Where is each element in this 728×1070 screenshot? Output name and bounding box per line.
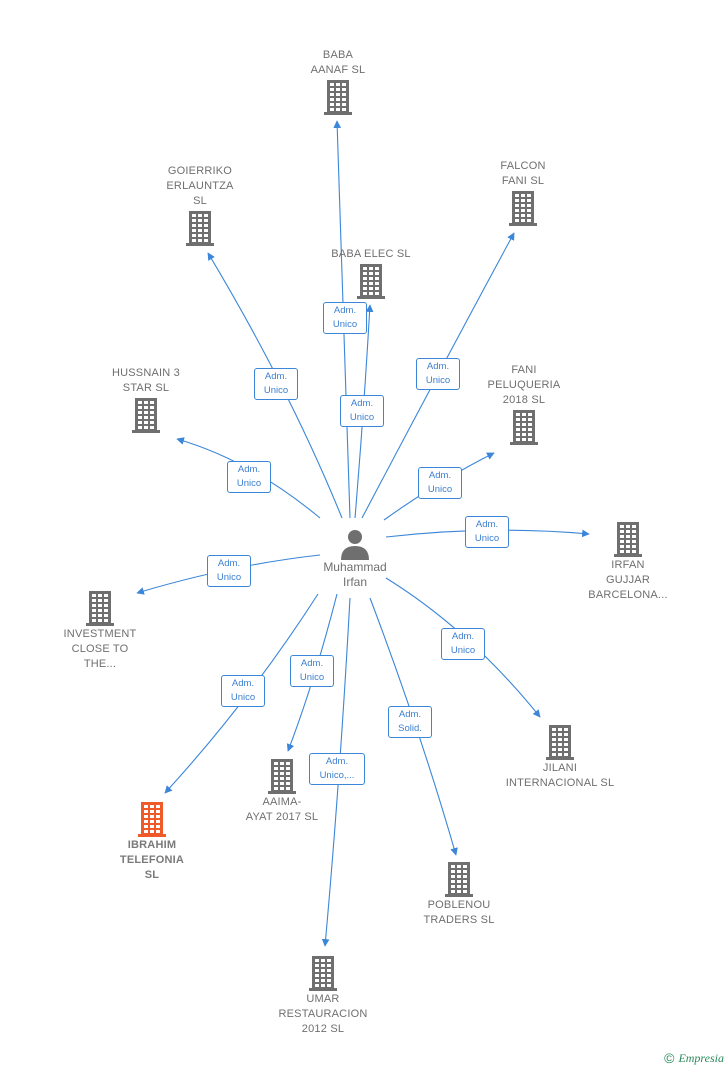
node-label: FANI PELUQUERIA 2018 SL: [487, 364, 561, 406]
center-person-label: Muhammad Irfan: [323, 560, 387, 589]
building-icon: [546, 725, 574, 760]
building-icon: [614, 522, 642, 557]
role-tag-falcon[interactable]: Adm. Unico: [416, 358, 460, 390]
node-aaima[interactable]: AAIMA- AYAT 2017 SL: [217, 757, 347, 825]
node-poblenou[interactable]: POBLENOU TRADERS SL: [394, 860, 524, 928]
building-icon: [357, 264, 385, 299]
node-irfan-gujjar[interactable]: IRFAN GUJJAR BARCELONA...: [563, 520, 693, 603]
node-label: IRFAN GUJJAR BARCELONA...: [588, 559, 668, 601]
node-goierriko[interactable]: GOIERRIKO ERLAUNTZA SL: [135, 164, 265, 247]
building-icon: [324, 80, 352, 115]
building-icon: [445, 862, 473, 897]
node-falcon[interactable]: FALCON FANI SL: [458, 159, 588, 227]
role-tag-umar[interactable]: Adm. Unico,...: [309, 753, 365, 785]
node-label: FALCON FANI SL: [500, 160, 546, 187]
role-tag-aaima[interactable]: Adm. Unico: [290, 655, 334, 687]
role-tag-goierriko[interactable]: Adm. Unico: [254, 368, 298, 400]
center-person[interactable]: Muhammad Irfan: [290, 528, 420, 590]
role-tag-fani-peluqueria[interactable]: Adm. Unico: [418, 467, 462, 499]
node-label: BABA ELEC SL: [331, 248, 411, 260]
role-tag-irfan-gujjar[interactable]: Adm. Unico: [465, 516, 509, 548]
building-icon: [510, 410, 538, 445]
building-icon: [509, 191, 537, 226]
building-icon: [138, 802, 166, 837]
building-icon: [186, 211, 214, 246]
role-tag-investment[interactable]: Adm. Unico: [207, 555, 251, 587]
node-label: IBRAHIM TELEFONIA SL: [119, 839, 185, 881]
brand-logo: Empresia: [678, 1050, 724, 1065]
node-label: AAIMA- AYAT 2017 SL: [245, 796, 319, 823]
node-ibrahim[interactable]: IBRAHIM TELEFONIA SL: [87, 800, 217, 883]
footer-brand[interactable]: © Empresia: [664, 1050, 724, 1066]
person-icon: [341, 530, 369, 560]
node-baba-elec[interactable]: BABA ELEC SL: [306, 247, 436, 300]
copyright-symbol: ©: [664, 1050, 675, 1066]
node-label: GOIERRIKO ERLAUNTZA SL: [166, 165, 234, 207]
node-hussnain[interactable]: HUSSNAIN 3 STAR SL: [81, 366, 211, 434]
node-label: INVESTMENT CLOSE TO THE...: [63, 628, 137, 670]
node-label: BABA AANAF SL: [310, 49, 366, 76]
node-fani-peluqueria[interactable]: FANI PELUQUERIA 2018 SL: [459, 363, 589, 446]
building-icon: [132, 398, 160, 433]
node-label: JILANI INTERNACIONAL SL: [505, 762, 615, 789]
node-investment[interactable]: INVESTMENT CLOSE TO THE...: [35, 589, 165, 672]
node-jilani[interactable]: JILANI INTERNACIONAL SL: [495, 723, 625, 791]
role-tag-hussnain[interactable]: Adm. Unico: [227, 461, 271, 493]
node-label: UMAR RESTAURACION 2012 SL: [278, 993, 368, 1035]
building-icon: [309, 956, 337, 991]
building-icon: [86, 591, 114, 626]
role-tag-jilani[interactable]: Adm. Unico: [441, 628, 485, 660]
role-tag-poblenou[interactable]: Adm. Solid.: [388, 706, 432, 738]
role-tag-baba-aanaf[interactable]: Adm. Unico: [323, 302, 367, 334]
node-baba-aanaf[interactable]: BABA AANAF SL: [273, 48, 403, 116]
node-umar[interactable]: UMAR RESTAURACION 2012 SL: [258, 954, 388, 1037]
building-icon: [268, 759, 296, 794]
role-tag-baba-elec[interactable]: Adm. Unico: [340, 395, 384, 427]
node-label: POBLENOU TRADERS SL: [423, 899, 495, 926]
role-tag-ibrahim[interactable]: Adm. Unico: [221, 675, 265, 707]
node-label: HUSSNAIN 3 STAR SL: [111, 367, 181, 394]
